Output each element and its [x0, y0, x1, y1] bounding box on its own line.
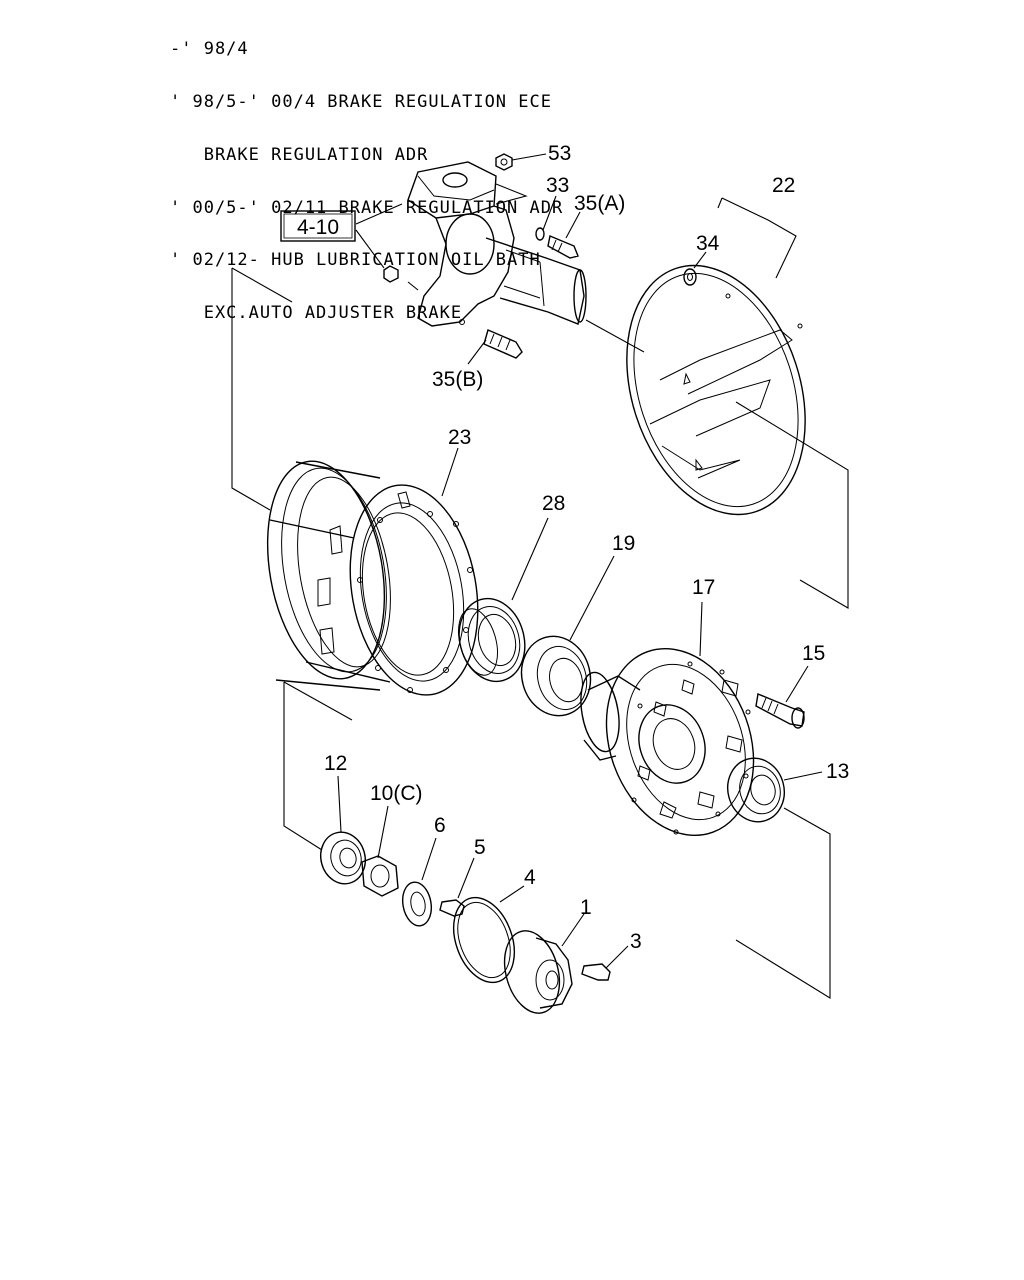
part-label-33[interactable]: 33: [546, 174, 569, 197]
header-line: ' 02/12- HUB LUBRICATION OIL BATH: [170, 250, 541, 271]
back-plate: [626, 264, 806, 516]
applicability-header: -' 98/4 ' 98/5-' 00/4 BRAKE REGULATION E…: [170, 6, 563, 358]
wheel-hub: [580, 647, 755, 837]
hub-cap: [503, 930, 573, 1014]
header-line: ' 00/5-' 02/11 BRAKE REGULATION ADR: [170, 197, 564, 218]
part-label-15[interactable]: 15: [802, 642, 825, 665]
washer-33: [535, 227, 545, 241]
bolt-35a: [547, 235, 579, 259]
part-label-28[interactable]: 28: [542, 492, 565, 515]
assembly-lines: [231, 267, 849, 999]
header-line: BRAKE REGULATION ADR: [170, 144, 429, 165]
part-labels: 53 33 35(A) 22 34 35(B) 23 28 19 17 15 1…: [324, 142, 849, 953]
bolt-35b: [483, 329, 523, 359]
part-label-4[interactable]: 4: [524, 866, 536, 889]
part-label-23[interactable]: 23: [448, 426, 471, 449]
reference-box-4-10[interactable]: 4-10: [280, 210, 356, 242]
hub-nut: [361, 855, 399, 897]
part-label-17[interactable]: 17: [692, 576, 715, 599]
screw-5: [439, 899, 465, 917]
seal-12: [320, 831, 366, 885]
part-label-5[interactable]: 5: [474, 836, 486, 859]
steering-knuckle: [407, 161, 587, 327]
part-label-10c[interactable]: 10(C): [370, 782, 423, 805]
header-line: ' 98/5-' 00/4 BRAKE REGULATION ECE: [170, 91, 552, 112]
part-label-12[interactable]: 12: [324, 752, 347, 775]
nut-53: [495, 153, 513, 171]
nut-4-10: [383, 265, 399, 283]
part-label-13[interactable]: 13: [826, 760, 849, 783]
inner-bearing: [520, 635, 592, 717]
oil-seal: [458, 597, 526, 683]
leader-lines: [337, 153, 823, 969]
part-label-35a[interactable]: 35(A): [574, 192, 625, 215]
lock-washer: [401, 881, 433, 927]
reference-box-label: 4-10: [297, 216, 339, 239]
part-label-53[interactable]: 53: [548, 142, 571, 165]
header-line: EXC.AUTO ADJUSTER BRAKE: [170, 303, 463, 324]
part-label-6[interactable]: 6: [434, 814, 446, 837]
washer-34: [683, 268, 697, 286]
part-label-19[interactable]: 19: [612, 532, 635, 555]
part-label-3[interactable]: 3: [630, 930, 642, 953]
cap-bolt: [581, 963, 611, 981]
part-label-35b[interactable]: 35(B): [432, 368, 483, 391]
part-label-1[interactable]: 1: [580, 896, 592, 919]
brake-drum: [266, 460, 479, 696]
gasket: [452, 896, 516, 984]
outer-bearing: [727, 757, 785, 823]
part-label-34[interactable]: 34: [696, 232, 720, 255]
part-label-22[interactable]: 22: [772, 174, 795, 197]
header-line: -' 98/4: [170, 39, 249, 60]
hub-bolt: [755, 693, 805, 729]
